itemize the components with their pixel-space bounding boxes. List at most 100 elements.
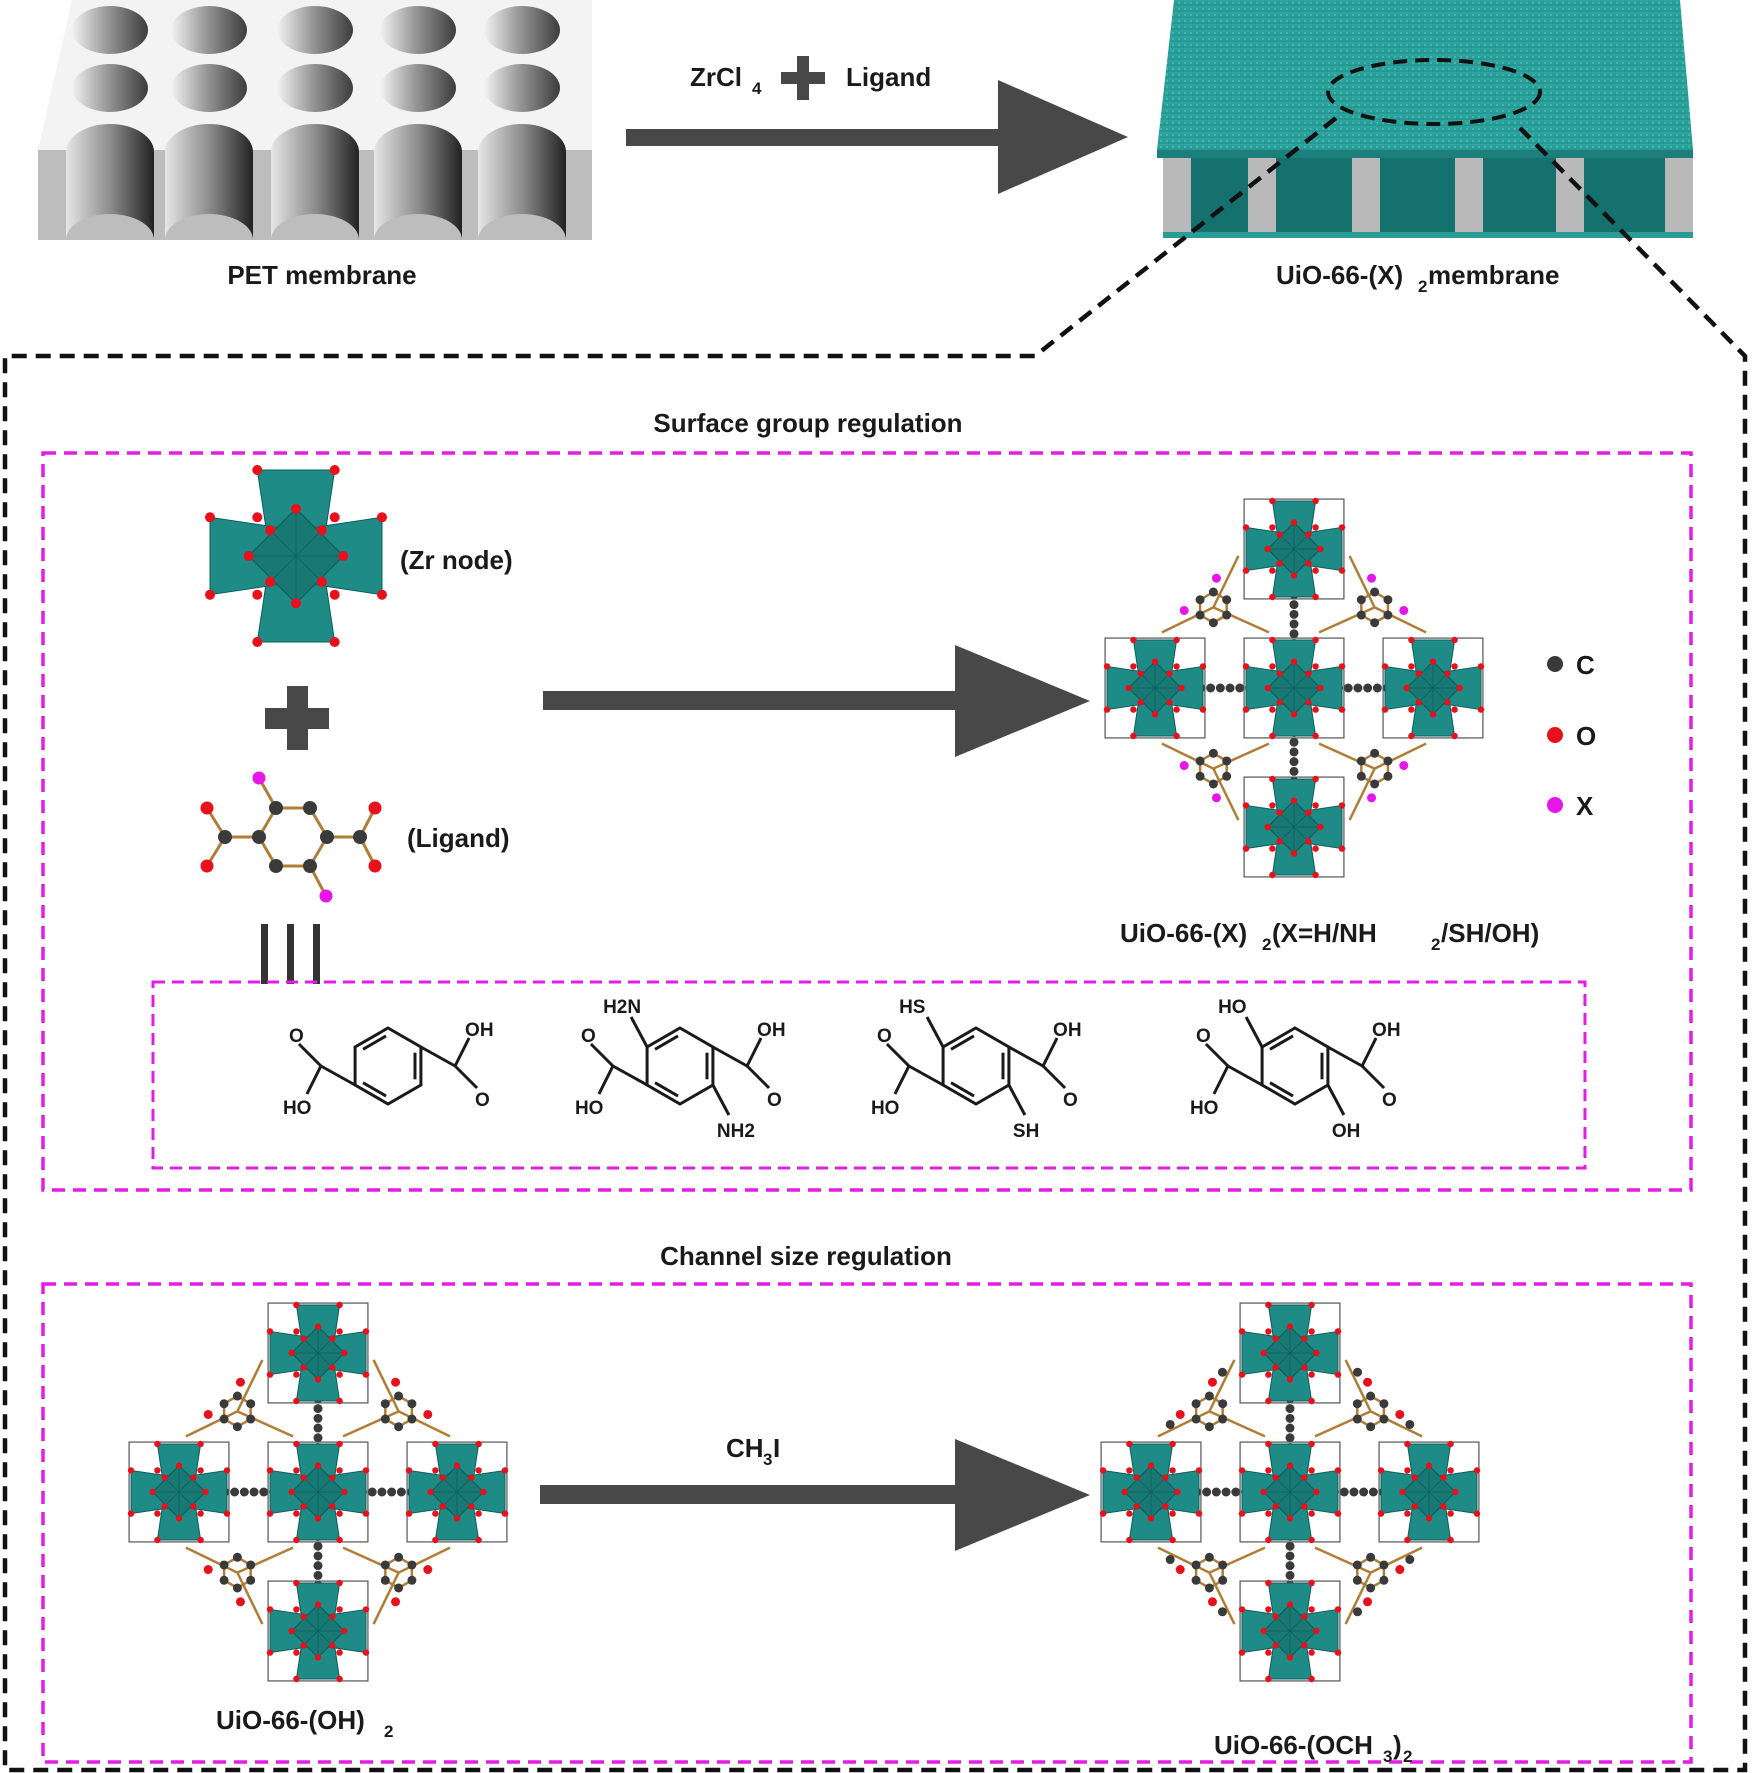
oxygen-atom [293,1467,300,1474]
oxygen-atom [1408,663,1415,670]
ring-carbon [407,1399,417,1409]
linker-carbon [1368,1487,1378,1497]
zr-edge [303,1616,319,1632]
oxygen-atom [1099,1510,1107,1517]
oxygen-atom [1425,1462,1433,1469]
linker-bond [185,1410,238,1438]
oxygen-atom [1451,663,1458,670]
oxygen-atom [368,801,382,815]
substituent-atom [1399,761,1409,771]
zr-edge [317,1491,333,1507]
linker-carbon [1211,1487,1221,1497]
ring-carbon [219,1414,229,1424]
oxygen-atom [336,1579,343,1587]
pore-channel [66,124,154,240]
ring-carbon [1370,618,1380,628]
zr-edge [303,1352,319,1368]
ring-carbon [1356,610,1366,620]
oxygen-atom [1269,636,1276,644]
zr-edge [164,1491,180,1507]
oxygen-atom [1308,1510,1315,1517]
oxygen-atom [1173,732,1180,740]
oxygen-atom [293,1440,300,1448]
oxygen-atom [205,512,215,523]
zr-edge [1428,1477,1444,1493]
label-ho: HO [1190,1098,1219,1119]
ring-carbon [1379,1560,1389,1570]
oxygen-atom [341,1627,348,1635]
oxygen-atom [293,1301,300,1309]
oxygen-atom [336,1397,343,1405]
oxygen-atom [205,589,215,600]
carboxyl-bond [745,1037,763,1067]
oxygen-atom [1238,1649,1246,1656]
oxygen-atom [300,1335,307,1342]
oxygen-atom [1308,1536,1315,1544]
zr-edge [1289,1630,1305,1646]
oxygen-atom [362,1328,370,1335]
cluster-outline [1243,637,1345,739]
reagent-ch3i-tail: I [773,1433,780,1463]
oxygen-atom [266,1371,274,1378]
cluster-outline [267,1302,369,1404]
linker-carbon [1289,609,1299,619]
oxygen-atom [265,576,276,587]
oxygen-atom [1099,1467,1107,1474]
zr-edge [1275,1630,1291,1646]
carboxyl-double-bond [885,1042,911,1068]
ring-carbon [1379,1399,1389,1409]
pore-opening [171,64,247,112]
oxygen-atom [200,801,214,815]
oxygen-atom [1403,684,1410,692]
cluster-outline [1243,776,1345,878]
oxygen-atom [1265,1510,1272,1517]
oxygen-atom [161,1503,168,1510]
ring-carbon [1370,748,1380,758]
oxygen-atom [329,1474,336,1481]
ring-carbon [246,1399,256,1409]
oxygen-atom [1272,1503,1279,1510]
oxygen-atom [1265,1328,1272,1335]
oxygen-atom [329,512,340,523]
linker-carbon [1289,757,1299,767]
oxygen-atom [1276,838,1283,845]
substituent-atom [1211,793,1221,803]
ring-carbon [232,1552,242,1562]
ring-carbon [219,1399,229,1409]
oxygen-atom [314,1601,322,1608]
oxygen-atom [1162,1503,1169,1510]
oxygen-atom [1305,670,1312,677]
oxygen-atom [362,1467,370,1474]
oxygen-atom [1286,1601,1294,1608]
oxygen-atom [1126,1510,1133,1517]
ring-carbon [407,1575,417,1585]
oxygen-atom [341,1488,348,1496]
oxygen-atom [1147,1515,1155,1522]
ring-carbon [380,1414,390,1424]
ring-carbon [1222,756,1232,766]
channel-size-box [41,1282,1693,1764]
pet-pillar [1163,158,1191,234]
reagent-ligand-text: Ligand [846,62,931,92]
oxygen-atom [1301,1642,1308,1649]
linker-carbon [1289,747,1299,757]
reagent-zrcl4-text: ZrCl [690,62,742,92]
oxygen-atom [1408,636,1415,644]
oxygen-atom [1130,732,1137,740]
oxygen-atom [1169,1536,1176,1544]
ring-carbon [1204,1422,1214,1432]
oxygen-atom [1305,809,1312,816]
zr-edge [269,555,297,583]
oxygen-atom [341,1349,348,1357]
substituent-atom [1179,761,1189,771]
linker-bond [1344,1359,1372,1412]
oxygen-atom [453,1515,461,1522]
label-o-top: O [877,1026,892,1047]
ring-carbon [1222,610,1232,620]
carbon-atom [303,859,317,873]
cluster-outline [267,1441,369,1543]
linker-carbon [313,1433,323,1443]
oxygen-atom [329,1503,336,1510]
